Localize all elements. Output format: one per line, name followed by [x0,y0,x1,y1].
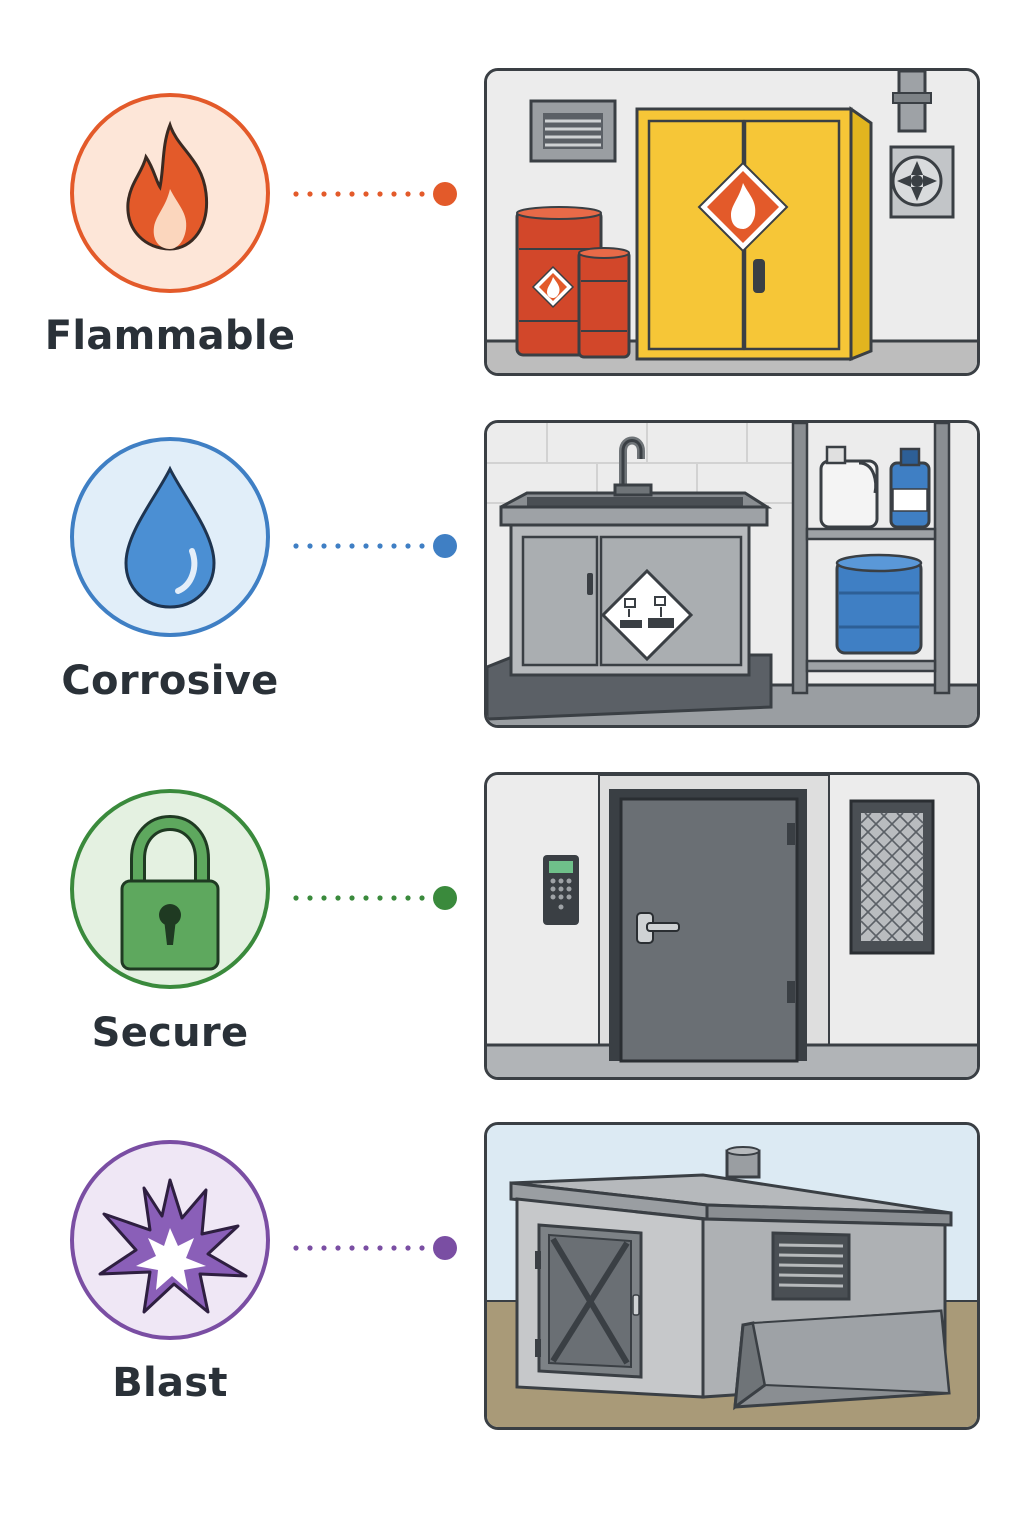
explosion-icon [98,1178,248,1314]
flammable-connector [293,191,425,197]
steel-door [609,789,807,1063]
blast-resistant-bunker [509,1146,953,1411]
fuel-drum-small [577,247,631,359]
flammable-cabinet [635,106,873,362]
row-corrosive: Corrosive [0,420,1024,740]
flame-icon [126,120,209,251]
flammable-connector-end [433,182,457,206]
blast-connector [293,1245,425,1251]
corrosive-storage-illustration [484,420,980,728]
flammable-diamond-icon [697,161,789,253]
row-flammable: Flammable [0,68,1024,388]
blast-connector-end [433,1236,457,1260]
faucet-icon [613,436,653,497]
wall-vent-icon [529,99,617,163]
corrosive-label: Corrosive [61,658,279,704]
exhaust-fan-icon [889,71,955,219]
corrosive-diamond-icon [600,568,694,662]
corrosive-sink-cabinet [499,436,773,677]
padlock-icon [120,814,220,971]
wired-glass-window [849,799,935,955]
flammable-storage-illustration [484,68,980,376]
chemical-shelf [791,423,951,695]
access-keypad-icon [543,855,579,925]
secure-storage-illustration [484,772,980,1080]
secure-connector [293,895,425,901]
blast-label: Blast [112,1360,228,1406]
secure-badge [70,789,270,989]
blast-storage-illustration [484,1122,980,1430]
secure-label: Secure [91,1010,249,1056]
reinforced-door [535,1223,643,1379]
corrosive-connector-end [433,534,457,558]
flammable-label: Flammable [44,313,296,359]
corrosive-badge [70,437,270,637]
row-secure: Secure [0,772,1024,1092]
louvered-vent-icon [771,1231,851,1301]
corrosive-connector [293,543,425,549]
blast-barrier-wall [733,1309,951,1411]
row-blast: Blast [0,1122,1024,1442]
droplet-icon [124,465,216,609]
flammable-badge [70,93,270,293]
blast-badge [70,1140,270,1340]
secure-connector-end [433,886,457,910]
